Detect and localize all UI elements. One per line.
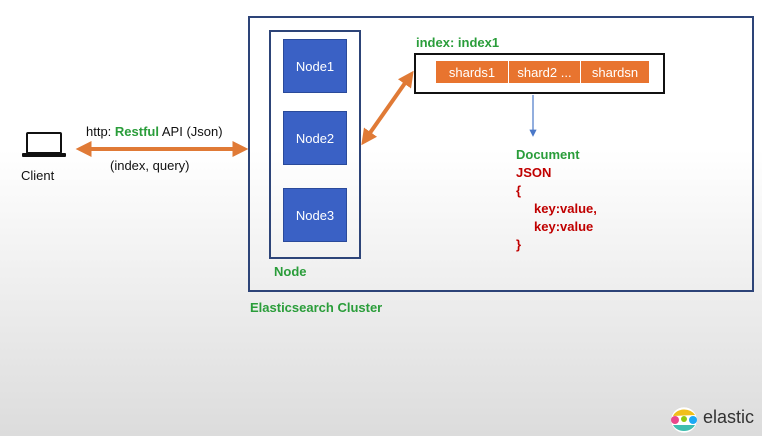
document-close-brace: } (516, 237, 522, 252)
elastic-logo-icon (669, 405, 699, 440)
document-format: JSON (516, 165, 552, 180)
shard-cell: shardsn (581, 61, 649, 83)
document-line: key:value, (534, 201, 597, 216)
params-label: (index, query) (110, 158, 190, 173)
node-box: Node2 (283, 111, 347, 165)
document-block: Document JSON { key:value, key:value } (516, 146, 597, 254)
laptop-icon (22, 132, 66, 163)
shards-row: shards1 shard2 ... shardsn (436, 61, 649, 83)
api-label: http: Restful API (Json) (86, 124, 223, 139)
api-label-highlight: Restful (114, 124, 159, 139)
elastic-logo-text: elastic (703, 407, 755, 427)
node-group-box (269, 30, 361, 259)
node-index-arrow (361, 70, 414, 146)
api-label-prefix: http: (86, 124, 115, 139)
document-open-brace: { (516, 183, 522, 198)
cluster-label: Elasticsearch Cluster (250, 300, 383, 315)
client-label: Client (21, 168, 55, 183)
node-box: Node3 (283, 188, 347, 242)
node-box: Node1 (283, 39, 347, 93)
shard-cell: shards1 (436, 61, 509, 83)
shard-cell: shard2 ... (509, 61, 581, 83)
index-label: index: index1 (416, 35, 500, 50)
api-label-suffix: API (Json) (158, 124, 223, 139)
node-group-label: Node (274, 264, 307, 279)
document-title: Document (516, 147, 580, 162)
elasticsearch-cluster-box (248, 16, 754, 292)
document-line: key:value (534, 219, 594, 234)
